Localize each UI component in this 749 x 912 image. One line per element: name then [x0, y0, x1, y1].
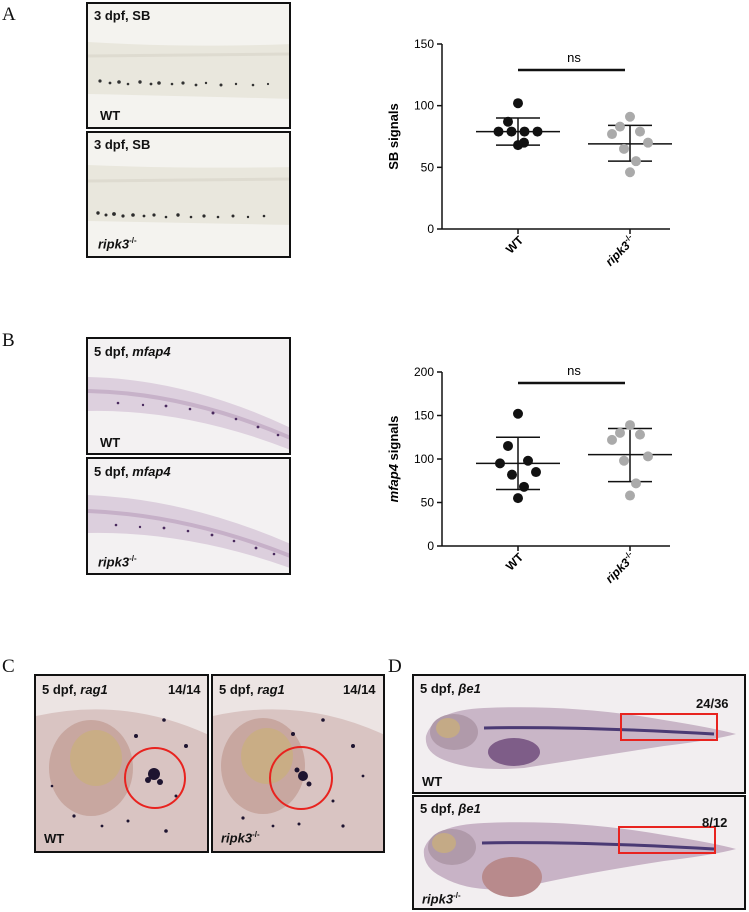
data-point: [507, 469, 517, 480]
panel-a-top-label: 3 dpf, SB: [94, 8, 151, 23]
data-point: [619, 455, 629, 466]
data-point: [635, 126, 645, 137]
data-point: [643, 451, 653, 462]
panel-c-right-count: 14/14: [343, 682, 376, 697]
figure-letter-d: D: [388, 656, 402, 677]
y-axis-label: SB signals: [386, 103, 401, 169]
panel-b-ripk3-image: 5 dpf, mfap4 ripk3-/-: [86, 457, 291, 575]
data-point: [643, 137, 653, 148]
data-point: [615, 121, 625, 132]
data-point: [531, 467, 541, 478]
x-tick-label: ripk3-/-: [602, 232, 638, 268]
melanophore-stripe: [96, 211, 266, 219]
data-point: [523, 455, 533, 466]
data-point: [532, 126, 543, 137]
panel-d-top-count: 24/36: [696, 696, 729, 711]
y-tick-label: 150: [414, 37, 434, 51]
data-point: [625, 167, 635, 178]
data-point: [607, 129, 617, 140]
fish-trunk-mfap4-wt: [88, 339, 289, 453]
y-axis-label: mfap4 signals: [386, 416, 401, 503]
panel-b-bottom-label: 5 dpf, mfap4: [94, 464, 171, 479]
whole-larva-be1-wt: [414, 676, 744, 792]
panel-c-right-genotype: ripk3-/-: [221, 830, 260, 846]
panel-d-bottom-genotype: ripk3-/-: [422, 891, 461, 907]
fish-trunk-sb-ripk3: [88, 133, 289, 256]
data-point: [513, 140, 523, 151]
panel-c-left-count: 14/14: [168, 682, 201, 697]
panel-a-ripk3-image: 3 dpf, SB ripk3-/-: [86, 131, 291, 258]
data-point: [513, 493, 523, 504]
data-point: [495, 458, 505, 469]
data-point: [503, 116, 513, 127]
data-point: [607, 434, 617, 445]
fish-trunk-sb-wt: [88, 4, 289, 127]
data-point: [519, 126, 530, 137]
data-point: [625, 420, 635, 431]
data-point: [519, 481, 529, 492]
panel-b-wt-image: 5 dpf, mfap4 WT: [86, 337, 291, 455]
panel-d-bottom-label: 5 dpf, βe1: [420, 801, 481, 816]
macrophage-dots: [116, 401, 280, 437]
panel-a-bottom-genotype: ripk3-/-: [98, 236, 137, 252]
data-point: [503, 440, 513, 451]
panel-c-left-label: 5 dpf, rag1: [42, 682, 108, 697]
panel-c-left-genotype: WT: [44, 831, 65, 846]
panel-a-wt-image: 3 dpf, SB WT: [86, 2, 291, 129]
data-point: [625, 111, 635, 122]
x-tick-label: ripk3-/-: [602, 549, 638, 585]
data-point: [493, 126, 504, 137]
data-point: [625, 490, 635, 501]
data-point: [631, 478, 641, 489]
head-rag1-wt: [36, 676, 207, 851]
figure-letter-c: C: [2, 656, 15, 677]
data-point: [619, 143, 629, 154]
data-point: [615, 427, 625, 438]
panel-d-top-genotype: WT: [422, 774, 443, 789]
y-tick-label: 0: [427, 222, 434, 236]
head-rag1-ripk3: [213, 676, 383, 851]
x-tick-label: WT: [503, 550, 527, 574]
y-tick-label: 200: [414, 365, 434, 379]
panel-a-bottom-label: 3 dpf, SB: [94, 137, 151, 152]
panel-c-right-label: 5 dpf, rag1: [219, 682, 285, 697]
panel-a-top-genotype: WT: [100, 108, 121, 123]
figure-letter-b: B: [2, 330, 15, 351]
y-tick-label: 0: [427, 539, 434, 553]
y-tick-label: 150: [414, 409, 434, 423]
panel-d-top-label: 5 dpf, βe1: [420, 681, 481, 696]
panel-d-ripk3-image: 5 dpf, βe1 8/12 ripk3-/-: [412, 795, 746, 910]
panel-b-top-genotype: WT: [100, 435, 121, 450]
significance-label: ns: [567, 50, 581, 65]
significance-label: ns: [567, 363, 581, 378]
y-tick-label: 100: [414, 99, 434, 113]
panel-b-top-label: 5 dpf, mfap4: [94, 344, 171, 359]
figure-letter-a: A: [2, 4, 16, 25]
panel-c-wt-image: 5 dpf, rag1 14/14 WT: [34, 674, 209, 853]
data-point: [506, 126, 517, 137]
y-tick-label: 100: [414, 452, 434, 466]
data-point: [513, 98, 523, 109]
melanophore-stripe: [98, 79, 270, 87]
data-point: [631, 156, 641, 167]
fish-trunk-mfap4-ripk3: [88, 459, 289, 573]
whole-larva-be1-ripk3: [414, 797, 744, 908]
y-tick-label: 50: [421, 496, 435, 510]
y-tick-label: 50: [421, 160, 435, 174]
panel-d-bottom-count: 8/12: [702, 815, 728, 830]
macrophage-dots: [114, 523, 276, 556]
panel-c-ripk3-image: 5 dpf, rag1 14/14 ripk3-/-: [211, 674, 385, 853]
data-point: [513, 408, 523, 419]
panel-b-bottom-genotype: ripk3-/-: [98, 554, 137, 570]
panel-d-wt-image: 5 dpf, βe1 24/36 WT: [412, 674, 746, 794]
data-point: [635, 429, 645, 440]
x-tick-label: WT: [503, 233, 527, 257]
